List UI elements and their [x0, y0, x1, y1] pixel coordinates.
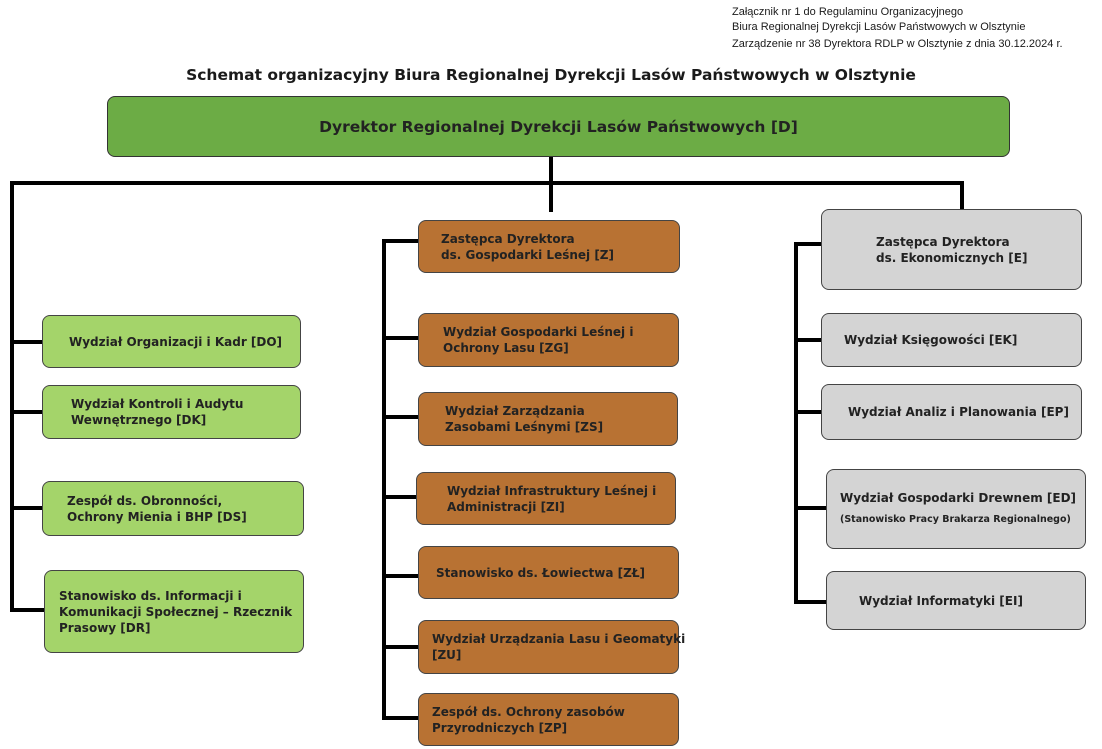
unit-label-line: Wydział Zarządzania [445, 404, 585, 418]
unit-label-line: Wydział Księgowości [EK] [844, 333, 1018, 347]
unit-label-line: [ZU] [432, 648, 462, 662]
unit-label-line: Wydział Analiz i Planowania [EP] [848, 405, 1069, 419]
unit-box-ep: Wydział Analiz i Planowania [EP] [821, 384, 1082, 440]
unit-label-line: Zespół ds. Obronności, [67, 493, 223, 508]
unit-box-ds: Zespół ds. Obronności, Ochrony Mienia i … [42, 481, 304, 536]
unit-label-sub: (Stanowisko Pracy Brakarza Regionalnego) [840, 514, 1071, 525]
unit-label-line: Ochrony Lasu [ZG] [443, 341, 569, 355]
unit-label-line: Wydział Gospodarki Drewnem [ED] [840, 491, 1077, 505]
unit-box-ek: Wydział Księgowości [EK] [821, 313, 1082, 367]
unit-label-line: Wydział Gospodarki Leśnej i [443, 325, 634, 339]
unit-box-ed: Wydział Gospodarki Drewnem [ED] (Stanowi… [826, 469, 1086, 549]
deputy-econ-line1: Zastępca Dyrektora [876, 234, 1010, 249]
unit-box-ei: Wydział Informatyki [EI] [826, 571, 1086, 630]
unit-box-zu: Wydział Urządzania Lasu i Geomatyki [ZU] [418, 620, 686, 674]
unit-label-line: Administracji [ZI] [447, 499, 565, 514]
unit-label-line: Zasobami Leśnymi [ZS] [445, 420, 604, 434]
unit-label-line: Wydział Organizacji i Kadr [DO] [69, 334, 283, 349]
appendix-note-line3: Zarządzenie nr 38 Dyrektora RDLP w Olszt… [732, 38, 1063, 50]
unit-label-line: Prasowy [DR] [59, 620, 151, 635]
deputy-econ-line2: ds. Ekonomicznych [E] [876, 250, 1028, 265]
deputy-forest-line1: Zastępca Dyrektora [441, 231, 575, 246]
unit-label-line: Stanowisko ds. Łowiectwa [ZŁ] [436, 565, 646, 580]
appendix-note-line2: Biura Regionalnej Dyrekcji Lasów Państwo… [732, 21, 1026, 33]
unit-label-line: Wewnętrznego [DK] [71, 413, 207, 427]
unit-box-zi: Wydział Infrastruktury Leśnej i Administ… [416, 472, 676, 525]
unit-label-line: Zespół ds. Ochrony zasobów [432, 704, 625, 719]
deputy-forest-line2: ds. Gospodarki Leśnej [Z] [441, 247, 614, 262]
unit-label-line: Ochrony Mienia i BHP [DS] [67, 509, 247, 524]
unit-label-line: Stanowisko ds. Informacji i [59, 588, 242, 603]
chart-title: Schemat organizacyjny Biura Regionalnej … [186, 66, 916, 84]
unit-label-line: Wydział Kontroli i Audytu [71, 397, 244, 411]
unit-box-zg: Wydział Gospodarki Leśnej i Ochrony Lasu… [418, 313, 679, 367]
unit-box-zl: Stanowisko ds. Łowiectwa [ZŁ] [418, 546, 679, 599]
unit-label-line: Wydział Informatyki [EI] [859, 593, 1023, 608]
deputy-econ-box: Zastępca Dyrektora ds. Ekonomicznych [E] [821, 209, 1082, 290]
unit-label-line: Przyrodniczych [ZP] [432, 720, 568, 735]
director-box: Dyrektor Regionalnej Dyrekcji Lasów Pańs… [107, 96, 1010, 157]
unit-box-zp: Zespół ds. Ochrony zasobów Przyrodniczyc… [418, 693, 679, 746]
unit-box-zs: Wydział Zarządzania Zasobami Leśnymi [ZS… [418, 392, 678, 446]
unit-box-dr: Stanowisko ds. Informacji i Komunikacji … [44, 570, 304, 653]
appendix-note-line1: Załącznik nr 1 do Regulaminu Organizacyj… [732, 6, 964, 18]
unit-box-do: Wydział Organizacji i Kadr [DO] [42, 315, 301, 368]
unit-label-line: Komunikacji Społecznej – Rzecznik [59, 604, 293, 619]
unit-label-line: Wydział Urządzania Lasu i Geomatyki [432, 632, 686, 646]
deputy-forest-box: Zastępca Dyrektora ds. Gospodarki Leśnej… [418, 220, 680, 273]
unit-label-line: Wydział Infrastruktury Leśnej i [447, 483, 657, 498]
unit-box-dk: Wydział Kontroli i Audytu Wewnętrznego [… [42, 385, 301, 439]
director-label: Dyrektor Regionalnej Dyrekcji Lasów Pańs… [319, 117, 798, 136]
